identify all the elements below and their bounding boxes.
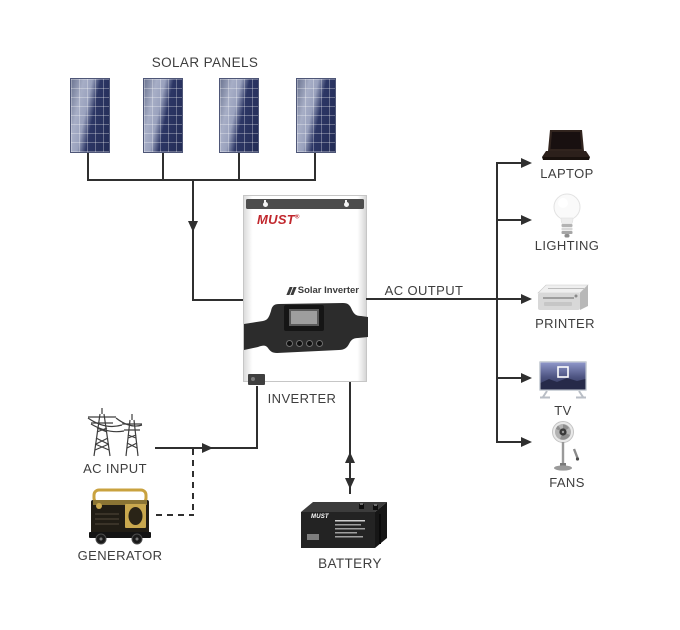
lighting-label: LIGHTING <box>534 238 600 253</box>
inverter-button-icon <box>316 340 323 347</box>
branch-wire-tv <box>496 377 522 379</box>
inverter-label: INVERTER <box>267 391 337 406</box>
solar-panels-title: SOLAR PANELS <box>151 55 259 70</box>
pv-drop-wire <box>162 153 164 181</box>
brand-text: MUST <box>257 212 296 227</box>
generator-icon <box>89 488 151 545</box>
ac-output-wire <box>366 298 522 300</box>
laptop-icon <box>542 130 590 160</box>
solar-panel-icon <box>296 78 336 153</box>
battery-icon <box>301 502 387 548</box>
inverter-unit: MUST® Solar Inverter <box>243 195 368 385</box>
fan-icon <box>552 421 580 471</box>
ac-input-label: AC INPUT <box>83 461 147 476</box>
pv-to-inverter-wire <box>192 299 245 301</box>
branch-arrow-icon <box>521 158 532 168</box>
tv-label: TV <box>554 403 572 418</box>
tv-icon <box>539 361 587 399</box>
product-text: Solar Inverter <box>297 285 359 296</box>
branch-wire-laptop <box>496 162 522 164</box>
battery-brand-text: MUST <box>311 514 329 520</box>
registered-mark: ® <box>295 214 300 221</box>
pv-drop-wire <box>314 153 316 181</box>
pv-drop-wire <box>87 153 89 181</box>
light-bulb-icon <box>553 193 581 238</box>
inverter-display <box>284 305 324 331</box>
pv-bus-wire <box>87 179 316 181</box>
branch-wire-fans <box>496 441 522 443</box>
branch-wire-lighting <box>496 219 522 221</box>
solar-panel-icon <box>219 78 259 153</box>
laptop-label: LAPTOP <box>540 166 594 181</box>
generator-dashed-wire <box>192 449 194 516</box>
printer-icon <box>537 284 589 310</box>
keyhole-icon <box>343 199 349 207</box>
generator-dashed-wire <box>156 514 194 516</box>
branch-arrow-icon <box>521 215 532 225</box>
battery-label: BATTERY <box>318 556 382 571</box>
battery-arrow-up-icon <box>345 452 355 463</box>
branch-arrow-icon <box>521 373 532 383</box>
battery-arrow-down-icon <box>345 478 355 489</box>
inverter-brand-logo: MUST® <box>257 212 300 227</box>
inverter-front-band <box>244 303 368 353</box>
ac-output-bus-wire <box>496 162 498 443</box>
ac-output-label: AC OUTPUT <box>384 283 464 298</box>
branch-arrow-icon <box>521 294 532 304</box>
pv-arrow-down-icon <box>188 221 198 232</box>
generator-label: GENERATOR <box>77 548 163 563</box>
pv-drop-wire <box>238 153 240 181</box>
inverter-button-icon <box>286 340 293 347</box>
ac-input-terminal <box>248 374 265 385</box>
solar-panel-icon <box>70 78 110 153</box>
grid-arrow-right-icon <box>202 443 213 453</box>
keyhole-icon <box>262 199 268 207</box>
pv-main-wire <box>192 179 194 301</box>
fans-label: FANS <box>549 475 585 490</box>
lcd-screen <box>289 309 319 326</box>
inverter-button-icon <box>296 340 303 347</box>
inverter-product-name: Solar Inverter <box>286 285 359 296</box>
solar-panel-icon <box>143 78 183 153</box>
grid-to-inverter-wire <box>256 386 258 449</box>
branch-arrow-icon <box>521 437 532 447</box>
battery-wire <box>349 382 351 494</box>
inverter-mount-bar <box>246 199 364 209</box>
inverter-button-icon <box>306 340 313 347</box>
printer-label: PRINTER <box>535 316 595 331</box>
power-grid-tower-icon <box>87 408 143 457</box>
